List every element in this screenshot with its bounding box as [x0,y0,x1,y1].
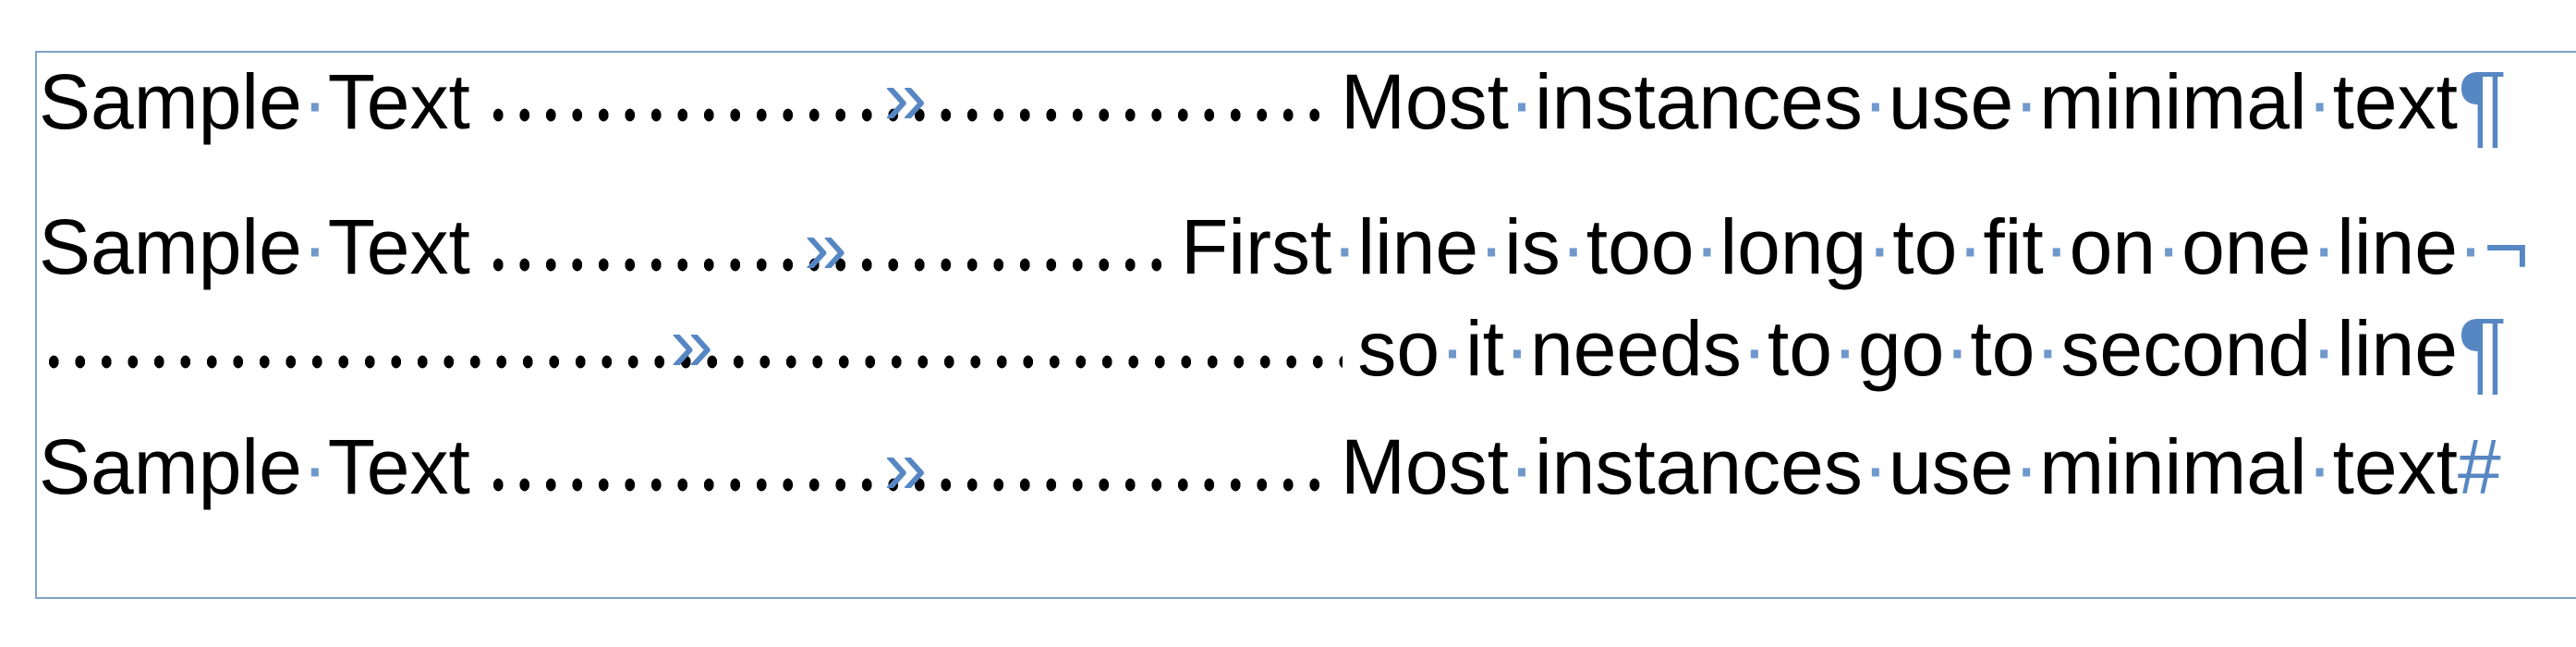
word: Text [327,423,470,510]
dot-leader [484,107,1326,123]
word: needs [1530,305,1742,392]
space-dot-mark: · [1862,423,1889,510]
tab-mark-icon: » [804,203,847,290]
word: go [1857,305,1945,392]
tab-leader: » [484,203,1167,290]
dot-leader [484,477,1326,493]
space-dot-mark: · [301,58,328,145]
right-text: First·line·is·too·long·to·fit·on·one·lin… [1181,205,2458,288]
space-dot-mark: · [2156,203,2182,290]
space-dot-mark: · [2458,203,2484,290]
tab-leader: » [484,54,1326,140]
text-frame[interactable] [35,51,2576,599]
word: second [2060,305,2312,392]
word: on [2069,203,2157,290]
right-text: Most·instances·use·minimal·text [1341,60,2458,143]
tab-mark-icon: » [883,423,928,510]
space-dot-mark: · [2035,305,2061,392]
space-dot-mark: · [1957,203,1984,290]
space-dot-mark: · [1508,423,1535,510]
tab-leader: » [484,423,1326,510]
space-dot-mark: · [2306,423,2333,510]
paragraph-2-line-2[interactable]: » so·it·needs·to·go·to·second·line ¶ [39,302,2508,397]
space-dot-mark: · [301,203,328,290]
word: instances [1534,423,1863,510]
space-dot-mark: · [1741,305,1768,392]
word: to [1892,203,1958,290]
space-dot-mark: · [1440,305,1466,392]
word: line [2337,203,2458,290]
space-dot-mark: · [1560,203,1586,290]
word: Text [327,58,470,145]
tab-leader: » [41,302,1343,385]
paragraph-mark-icon: ¶ [2458,299,2508,403]
word: First [1181,203,1332,290]
paragraph-2-line-1[interactable]: Sample·Text » First·line·is·too·long·to·… [39,203,2529,290]
dot-leader [484,257,1167,273]
left-text: Sample·Text [39,205,470,288]
word: Sample [39,203,302,290]
word: line [1357,203,1479,290]
paragraph-mark-icon: ¶ [2458,53,2508,156]
word: one [2181,203,2312,290]
word: text [2332,58,2458,145]
word: too [1586,203,1695,290]
word: minimal [2039,58,2307,145]
space-dot-mark: · [2043,203,2070,290]
space-dot-mark: · [1504,305,1530,392]
dot-leader [41,354,1343,370]
word: Sample [39,423,302,510]
right-text: so·it·needs·to·go·to·second·line [1357,307,2458,390]
word: Sample [39,58,302,145]
word: fit [1983,203,2044,290]
word: line [2337,305,2458,392]
space-dot-mark: · [1862,58,1889,145]
space-dot-mark: · [2306,58,2333,145]
word: to [1767,305,1832,392]
word: use [1888,423,2014,510]
space-dot-mark: · [301,423,328,510]
end-of-story-mark-icon: # [2458,423,2501,510]
word: Text [327,203,470,290]
space-dot-mark: · [1866,203,1893,290]
paragraph-3-line-1[interactable]: Sample·Text » Most·instances·use·minimal… [39,423,2501,510]
space-dot-mark: · [1831,305,1858,392]
word: to [1970,305,2035,392]
space-dot-mark: · [2311,203,2338,290]
line-break-mark-icon: ¬ [2483,203,2530,290]
left-text: Sample·Text [39,425,470,508]
word: is [1504,203,1561,290]
space-dot-mark: · [1478,203,1505,290]
word: it [1465,305,1505,392]
right-text: Most·instances·use·minimal·text [1341,425,2458,508]
space-dot-mark: · [1694,203,1720,290]
space-dot-mark: · [2311,305,2338,392]
tab-mark-icon: » [670,300,714,387]
word: instances [1534,58,1863,145]
tab-mark-icon: » [883,54,928,140]
word: Most [1340,423,1509,510]
word: text [2332,423,2458,510]
space-dot-mark: · [2013,58,2040,145]
word: use [1888,58,2014,145]
space-dot-mark: · [1944,305,1971,392]
word: minimal [2039,423,2307,510]
paragraph-1-line-1[interactable]: Sample·Text » Most·instances·use·minimal… [39,54,2508,151]
word: long [1719,203,1867,290]
left-text: Sample·Text [39,60,470,143]
word: so [1357,305,1440,392]
space-dot-mark: · [2013,423,2040,510]
space-dot-mark: · [1331,203,1358,290]
word: Most [1340,58,1509,145]
space-dot-mark: · [1508,58,1535,145]
